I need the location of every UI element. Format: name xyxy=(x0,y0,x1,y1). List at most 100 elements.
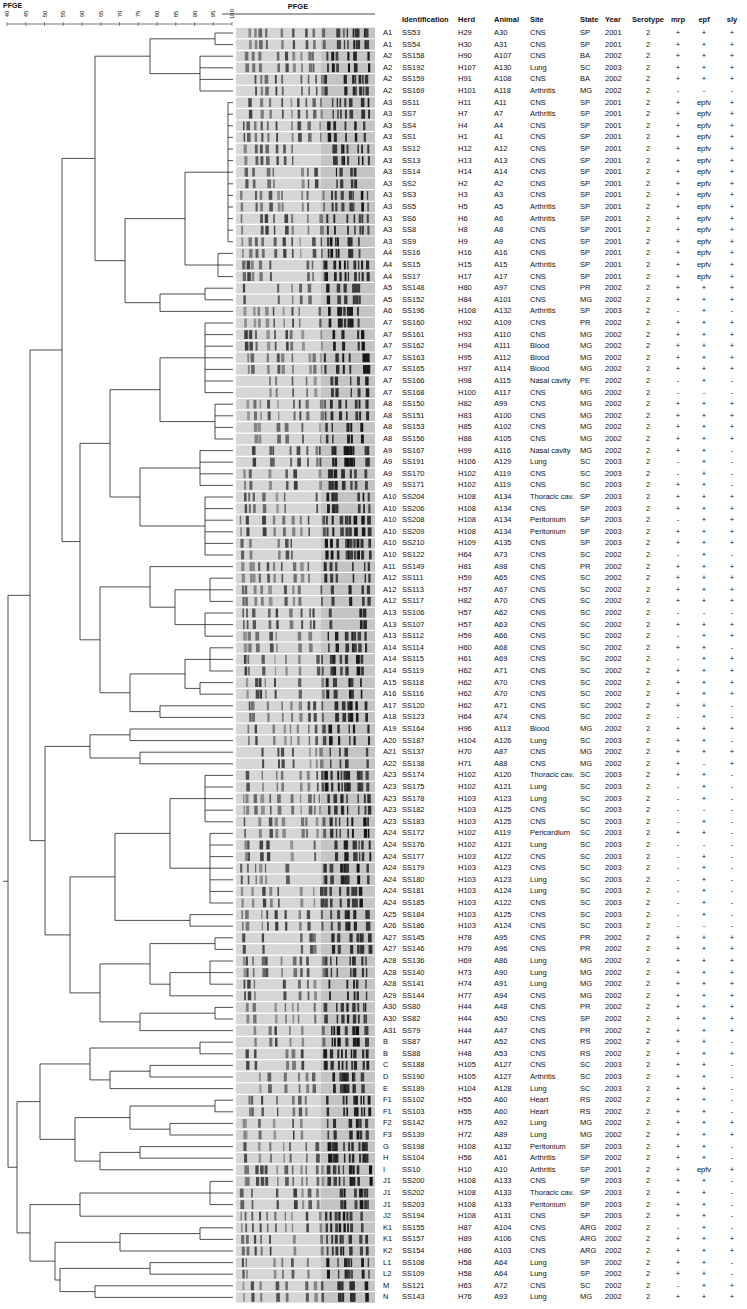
gel-band xyxy=(248,667,250,676)
gel-band xyxy=(349,516,352,525)
table-cell: A118 xyxy=(494,86,511,96)
gel-band xyxy=(334,806,338,815)
gel-band xyxy=(247,980,250,989)
gel-band xyxy=(346,423,349,432)
gel-band xyxy=(292,353,293,362)
gel-band xyxy=(367,1189,368,1198)
gel-band xyxy=(340,1200,343,1209)
gel-band xyxy=(369,945,373,954)
gel-band xyxy=(323,527,326,536)
gel-band xyxy=(249,469,252,478)
gel-band xyxy=(343,29,344,38)
gel-band xyxy=(255,632,259,641)
gel-lane-shade xyxy=(321,573,375,583)
gel-band xyxy=(258,319,261,328)
gel-band xyxy=(367,145,369,154)
table-cell: Arthritis xyxy=(530,86,555,96)
table-cell: SP xyxy=(580,98,590,108)
gel-band xyxy=(267,365,269,374)
gel-band xyxy=(348,910,350,919)
gel-band xyxy=(362,968,364,977)
gel-band xyxy=(357,1131,360,1140)
gel-band xyxy=(354,179,357,188)
gel-band xyxy=(267,701,269,710)
gel-band xyxy=(275,829,278,838)
gel-band xyxy=(320,400,324,409)
gel-band xyxy=(358,388,361,397)
gel-band xyxy=(324,75,327,84)
gel-title: PFGE xyxy=(288,2,308,12)
gel-band xyxy=(270,388,272,397)
gel-band xyxy=(347,145,349,154)
table-cell: SP xyxy=(580,109,590,119)
gel-band xyxy=(340,1247,342,1256)
gel-band xyxy=(273,1131,276,1140)
gel-band xyxy=(336,957,337,966)
gel-band xyxy=(346,1212,348,1221)
gel-band xyxy=(261,87,263,96)
gel-band xyxy=(328,469,331,478)
gel-band xyxy=(246,609,248,618)
gel-band xyxy=(368,504,370,513)
gel-band xyxy=(328,1142,332,1151)
gel-band xyxy=(309,933,313,942)
gel-band xyxy=(300,1119,303,1128)
gel-band xyxy=(341,1015,344,1024)
gel-band xyxy=(255,75,257,84)
gel-band xyxy=(284,725,286,734)
gel-band xyxy=(308,87,310,96)
gel-band xyxy=(327,1177,331,1186)
gel-band xyxy=(325,551,328,560)
gel-band xyxy=(276,493,278,502)
gel-band xyxy=(366,261,369,270)
table-cell: epfv xyxy=(697,109,711,119)
gel-band xyxy=(249,539,252,548)
gel-band xyxy=(307,191,309,200)
gel-band xyxy=(329,736,333,745)
gel-band xyxy=(243,609,244,618)
gel-band xyxy=(323,203,325,212)
gel-band xyxy=(346,458,350,467)
gel-band xyxy=(243,968,246,977)
gel-band xyxy=(365,643,367,652)
gel-band xyxy=(361,771,363,780)
gel-band xyxy=(262,1107,264,1116)
gel-band xyxy=(248,632,251,641)
gel-band xyxy=(301,574,304,583)
gel-band xyxy=(267,342,270,351)
gel-band xyxy=(246,678,248,687)
gel-lane-shade xyxy=(321,179,375,189)
gel-band xyxy=(277,748,279,757)
gel-band xyxy=(335,377,338,386)
gel-band xyxy=(333,330,335,339)
gel-band xyxy=(351,1061,352,1070)
gel-band xyxy=(344,87,347,96)
gel-band xyxy=(351,817,353,826)
gel-band xyxy=(330,377,333,386)
gel-band xyxy=(349,98,353,107)
gel-band xyxy=(301,1049,304,1058)
gel-band xyxy=(316,759,318,768)
gel-band xyxy=(322,678,324,687)
table-cell: 2001 xyxy=(605,40,622,50)
gel-band xyxy=(285,1049,288,1058)
gel-band xyxy=(292,156,293,165)
gel-band xyxy=(321,899,325,908)
gel-band xyxy=(254,980,255,989)
gel-band xyxy=(333,1073,335,1082)
scale-value: 45 xyxy=(22,11,29,18)
gel-band xyxy=(338,40,340,49)
gel-band xyxy=(349,736,350,745)
gel-band xyxy=(247,864,249,873)
gel-band xyxy=(367,400,368,409)
gel-band xyxy=(290,458,292,467)
gel-band xyxy=(299,411,301,420)
gel-band xyxy=(359,899,363,908)
gel-band xyxy=(285,435,289,444)
gel-band xyxy=(322,1038,325,1047)
gel-band xyxy=(322,725,325,734)
gel-band xyxy=(277,1165,278,1174)
gel-band xyxy=(367,214,369,223)
gel-band xyxy=(353,1073,355,1082)
gel-band xyxy=(275,1026,277,1035)
